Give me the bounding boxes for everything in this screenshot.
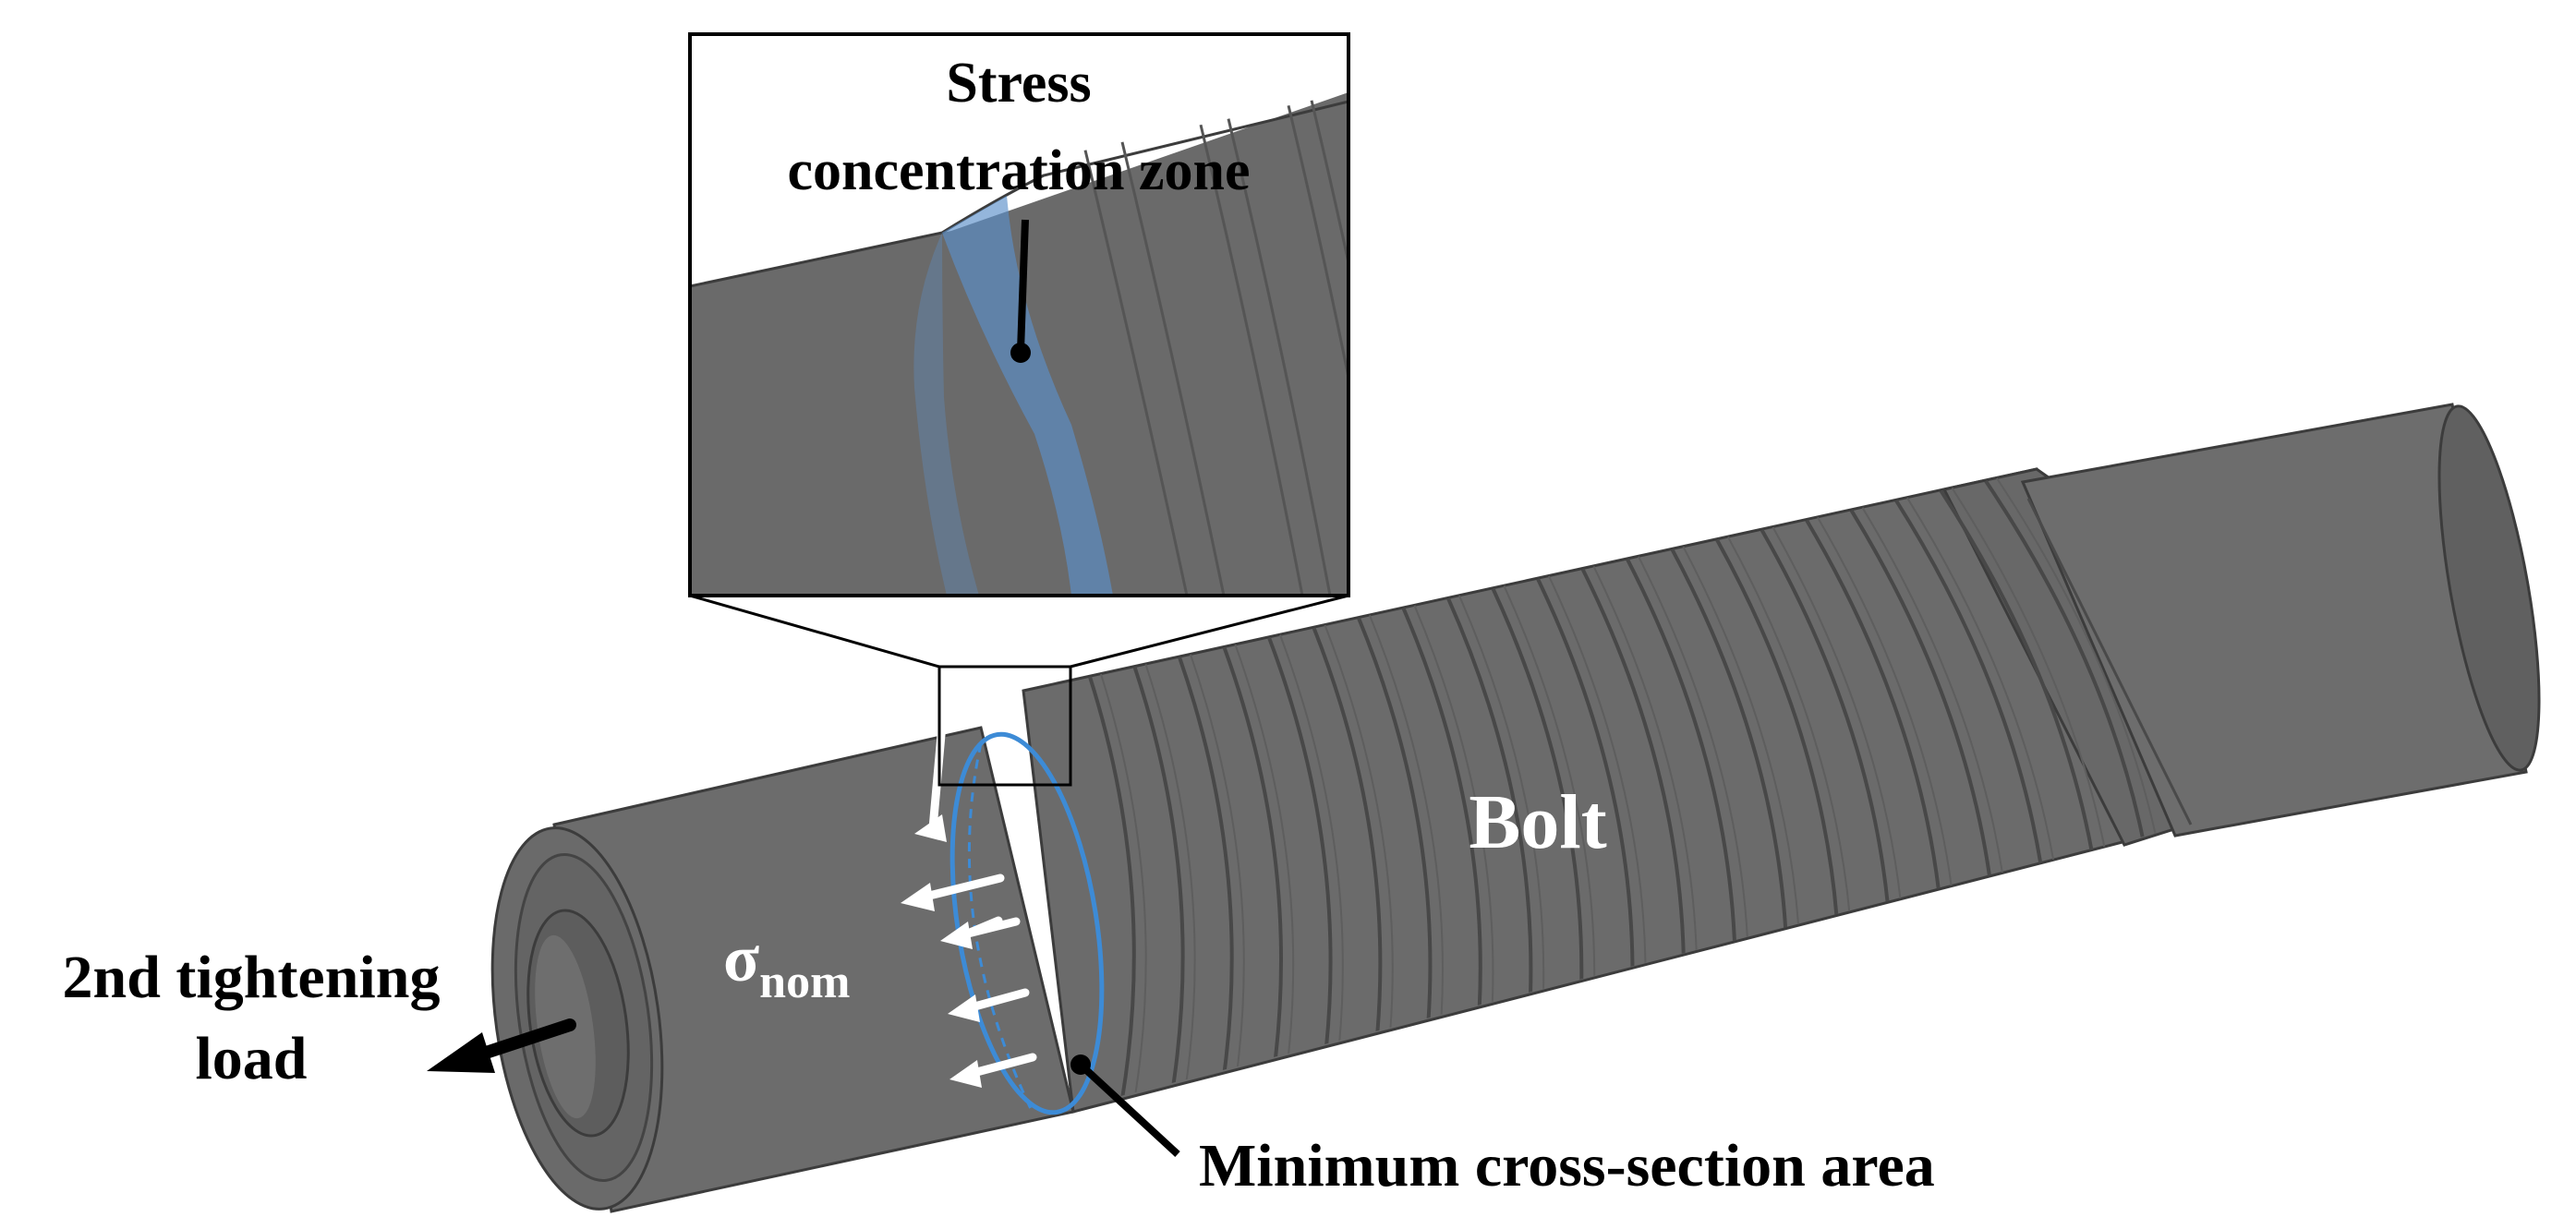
thread-groove-highlight <box>1369 615 1444 1018</box>
thread-groove <box>1939 489 2094 852</box>
thread-groove-highlight <box>1458 595 1545 993</box>
thread-groove <box>1132 666 1185 1087</box>
thread-groove-highlight <box>1503 585 1596 980</box>
thread-groove <box>1267 636 1333 1047</box>
inset-title-line2: concentration zone <box>787 139 1250 202</box>
inset-thread-line <box>1310 100 1348 270</box>
bolt-thread-grooves <box>1088 477 2157 1100</box>
thread-groove-highlight <box>1906 497 2055 862</box>
thread-groove-highlight <box>1861 507 2004 875</box>
thread-groove-highlight <box>1144 664 1196 1084</box>
stress-zone-band <box>942 196 1113 596</box>
sigma-nom-label: σnom <box>723 922 850 1008</box>
thread-groove-highlight <box>1772 526 1902 901</box>
load-arrow <box>427 1018 576 1073</box>
thread-groove-highlight <box>1592 565 1698 953</box>
thread-groove <box>1536 578 1635 970</box>
stress-zone-inset <box>688 32 1350 597</box>
thread-groove <box>1491 587 1584 982</box>
stress-arrow <box>940 917 1021 949</box>
inset-thread-lines <box>1083 100 1348 596</box>
stress-arrow <box>949 1053 1037 1088</box>
load-label-line2: load <box>195 1025 307 1092</box>
thread-groove <box>1894 500 2043 865</box>
thread-groove-highlight <box>1727 536 1851 914</box>
thread-groove <box>1984 479 2145 839</box>
inset-thread-line <box>1120 141 1226 596</box>
thread-groove <box>1088 676 1136 1100</box>
thread-groove-highlight <box>1951 488 2106 849</box>
thread-groove <box>1805 519 1941 891</box>
thread-groove-highlight <box>1234 644 1295 1057</box>
thread-groove-highlight <box>1682 546 1800 927</box>
thread-groove <box>1760 529 1890 904</box>
thread-groove-highlight <box>1279 634 1344 1044</box>
inset-thread-line <box>1083 150 1189 596</box>
min-section-leader <box>1070 1054 1180 1157</box>
load-label-line1: 2nd tightening <box>63 944 441 1011</box>
inset-thread-line <box>1199 124 1304 596</box>
stress-arrow <box>901 874 1005 911</box>
zoom-callout <box>689 594 1349 787</box>
thread-groove <box>1670 548 1788 930</box>
sigma-subscript: nom <box>759 956 850 1008</box>
thread-groove <box>1580 568 1686 956</box>
thread-groove-highlight <box>1190 654 1245 1070</box>
thread-groove-highlight <box>1100 673 1147 1097</box>
bolt-label: Bolt <box>1469 779 1606 865</box>
thread-groove <box>1222 646 1283 1060</box>
thread-groove <box>1715 538 1839 917</box>
min-section-label: Minimum cross-section area <box>1199 1132 1935 1199</box>
sigma-symbol: σ <box>723 922 759 995</box>
thread-groove <box>1357 617 1433 1021</box>
thread-groove <box>1446 597 1533 995</box>
thread-groove <box>1626 558 1736 943</box>
inset-title-line1: Stress <box>946 52 1091 114</box>
zoom-source-box <box>937 665 1072 787</box>
bolt-end-face-right <box>2437 404 2541 772</box>
bolt-body <box>490 403 2541 1213</box>
thread-groove <box>1849 509 1992 878</box>
thread-groove <box>1178 657 1234 1074</box>
thread-groove-highlight <box>1548 575 1647 967</box>
stress-arrow <box>948 988 1030 1022</box>
thread-groove-highlight <box>1817 516 1953 888</box>
thread-groove-highlight <box>1413 605 1494 1006</box>
thread-groove-highlight <box>1324 624 1394 1031</box>
thread-groove <box>1401 608 1482 1008</box>
inset-thread-line <box>1227 118 1332 596</box>
thread-groove <box>1312 627 1383 1034</box>
bolt-shank-right <box>2020 403 2528 837</box>
inset-thread-line <box>1287 104 1348 385</box>
thread-groove-highlight <box>1996 477 2157 837</box>
thread-groove-highlight <box>1638 556 1748 940</box>
